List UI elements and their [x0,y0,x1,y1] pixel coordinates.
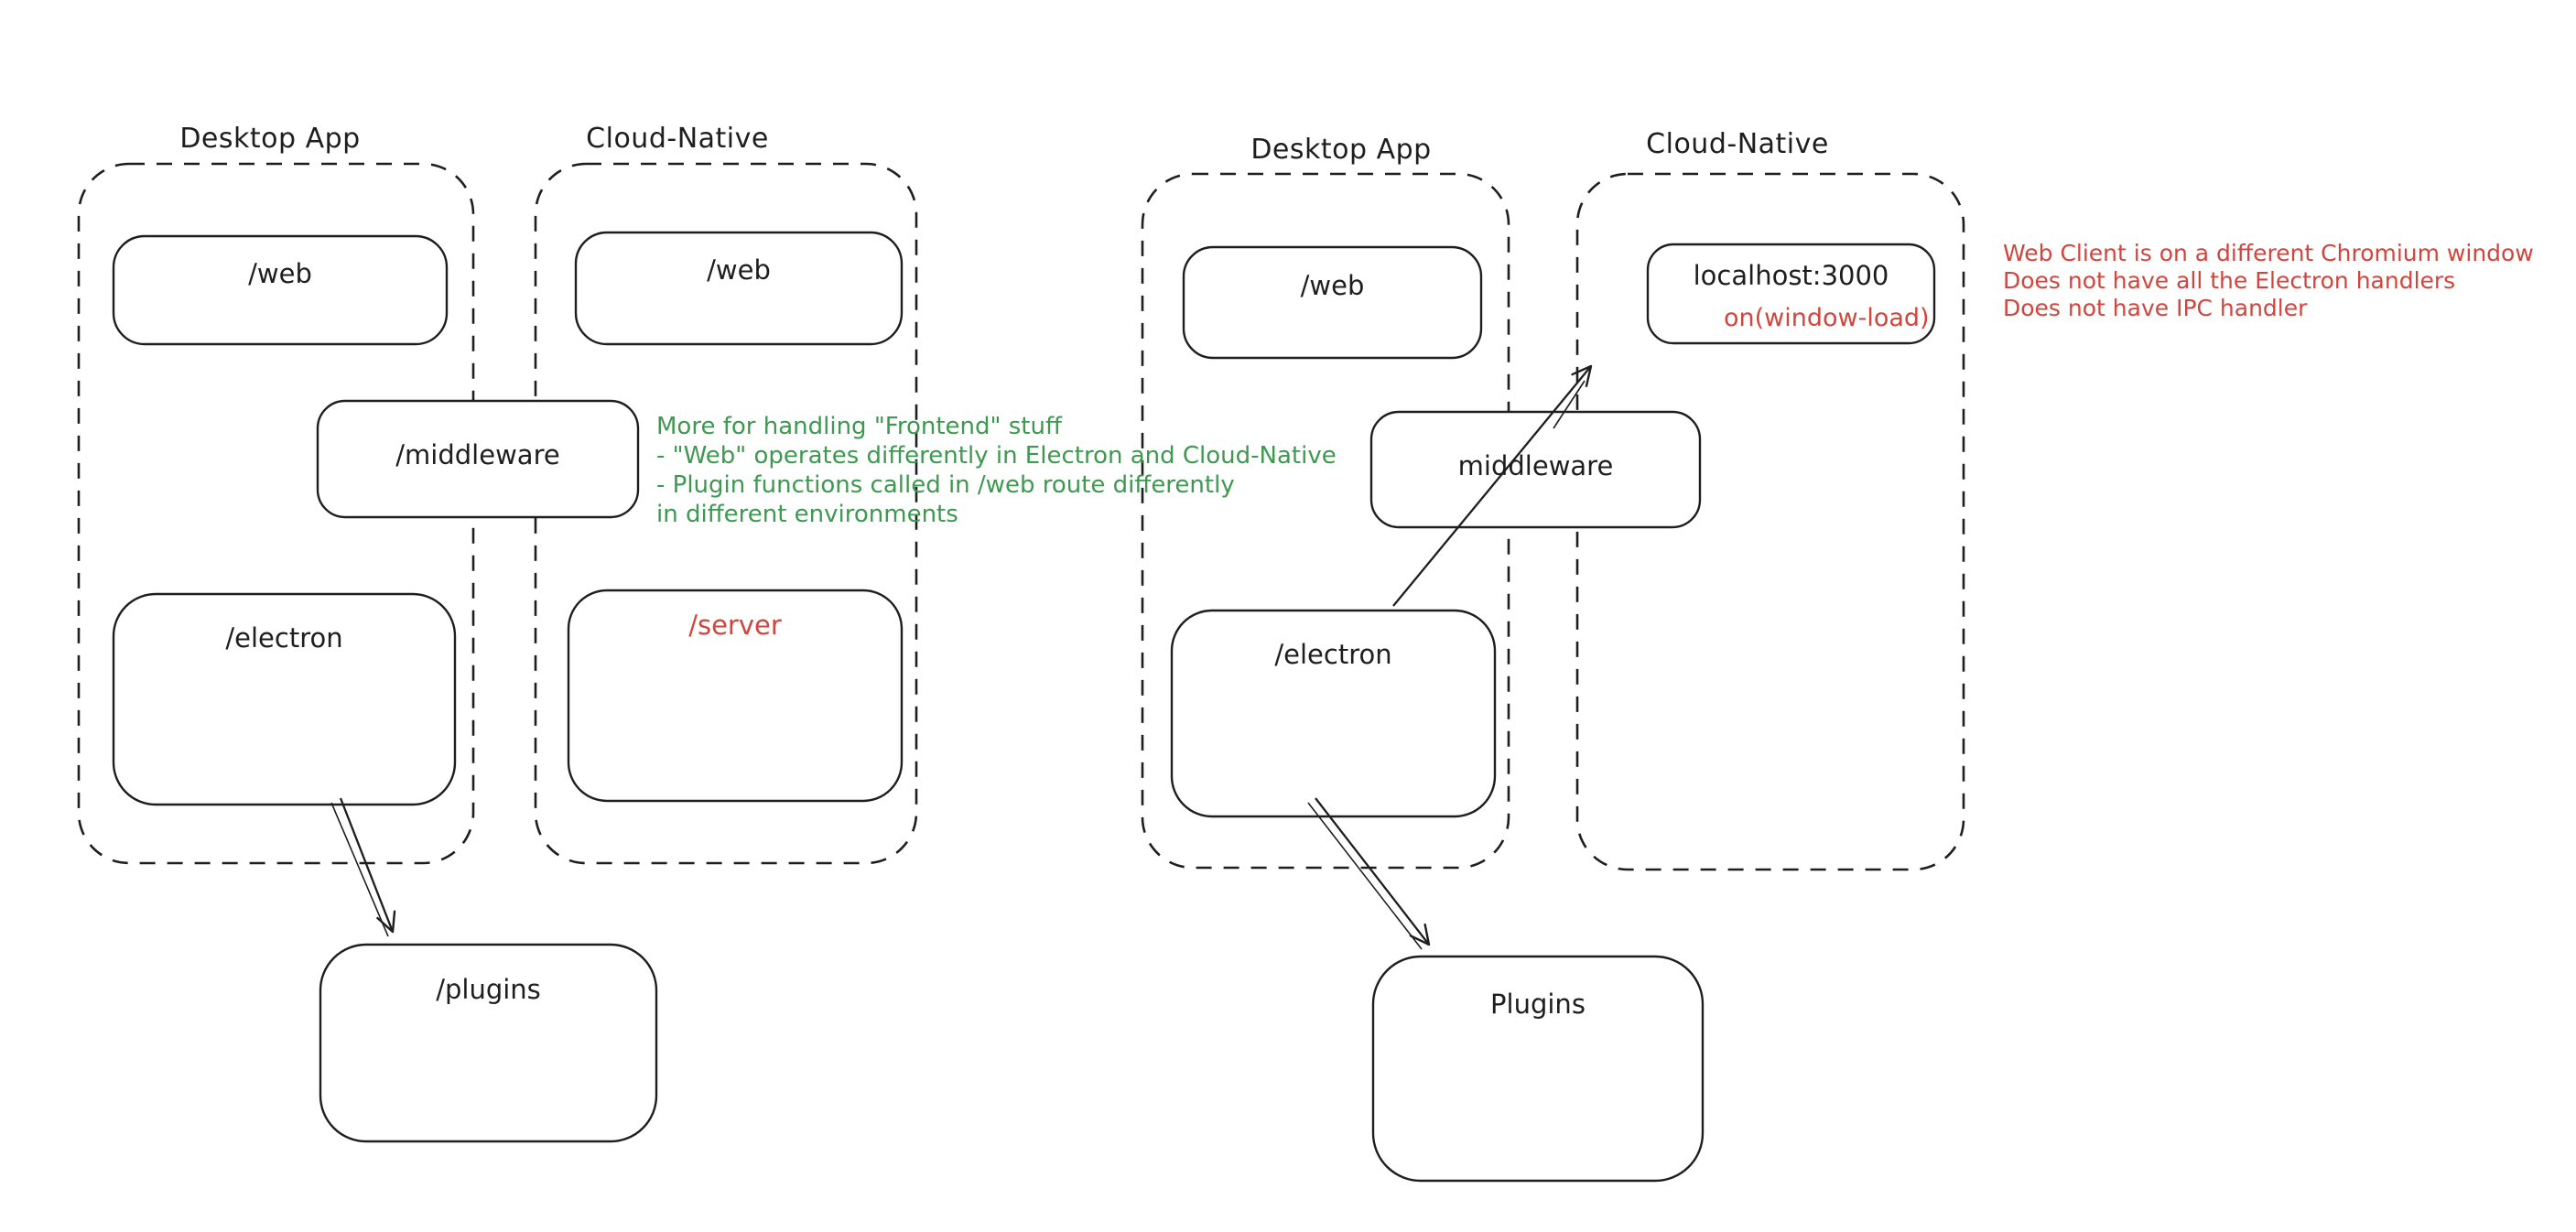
red-note-line: Does not have IPC handler [2003,295,2308,321]
left-plugins-box [319,943,658,1143]
left-middleware-box [316,399,640,519]
left-middleware-label: /middleware [395,439,560,470]
green-note: More for handling "Frontend" stuff - "We… [656,412,1337,529]
left-server-label: /server [688,610,782,641]
red-note-line: Web Client is on a different Chromium wi… [2003,240,2534,266]
arrow-left-electron-to-plugins [330,797,396,937]
right-plugins-box [1371,955,1705,1183]
right-middleware-label: middleware [1457,450,1614,481]
left-cloud-title: Cloud-Native [586,123,769,155]
right-middleware-box [1369,410,1702,529]
right-desktop-web-label: /web [1300,270,1365,301]
left-cloud-web-label: /web [707,254,771,286]
red-note: Web Client is on a different Chromium wi… [2003,240,2534,322]
right-cloud-title: Cloud-Native [1646,128,1829,160]
green-note-line: - "Web" operates differently in Electron… [656,442,1337,470]
right-cloud-container [1575,172,1965,871]
right-electron-label: /electron [1274,639,1392,670]
green-note-line: - Plugin functions called in /web route … [656,471,1235,499]
green-note-line: More for handling "Frontend" stuff [656,413,1062,440]
left-desktop-title: Desktop App [179,123,361,155]
right-plugins-label: Plugins [1490,989,1586,1020]
right-window-load-label: on(window-load) [1724,304,1930,332]
green-note-line: in different environments [656,501,958,528]
arrow-right-electron-to-localhost [1392,364,1593,607]
left-desktop-web-label: /web [248,258,312,289]
left-cloud-web-box [574,231,904,346]
left-plugins-label: /plugins [436,974,541,1005]
right-localhost-label: localhost:3000 [1693,260,1889,291]
left-desktop-web-box [112,234,449,346]
left-electron-label: /electron [225,622,343,654]
right-electron-box [1170,609,1497,818]
left-cloud-container [534,162,918,865]
left-server-box [567,589,904,803]
right-localhost-box [1646,243,1936,345]
left-electron-box [112,592,457,806]
arrow-right-electron-to-plugins [1307,797,1431,950]
right-desktop-title: Desktop App [1250,134,1432,166]
right-desktop-web-box [1182,245,1483,360]
red-note-line: Does not have all the Electron handlers [2003,267,2456,294]
